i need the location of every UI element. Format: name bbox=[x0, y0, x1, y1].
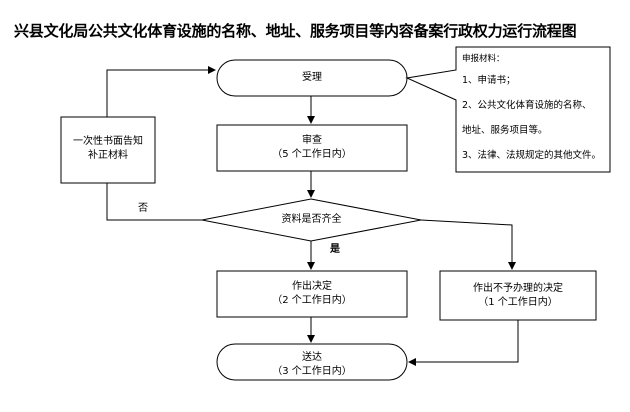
notify-label: 一次性书面告知 补正材料 bbox=[61, 135, 155, 163]
edge-decision-notify bbox=[106, 183, 202, 221]
deliver-label: 送达 （3 个工作日内） bbox=[217, 351, 407, 379]
review-node bbox=[216, 124, 408, 172]
edge-reject-deliver bbox=[408, 320, 519, 366]
materials-item: 地址、服务项目等。 bbox=[462, 125, 548, 136]
materials-item: 3、法律、法规规定的其他文件。 bbox=[462, 150, 602, 161]
review-line1: 审查 bbox=[302, 135, 322, 146]
decide-line1: 作出决定 bbox=[292, 281, 332, 292]
edge-no-label: 否 bbox=[138, 203, 148, 214]
edge-decision-reject bbox=[420, 219, 516, 270]
deliver-line1: 送达 bbox=[302, 352, 322, 363]
deliver-node bbox=[216, 343, 408, 381]
materials-item: 1、申请书； bbox=[462, 75, 516, 86]
deliver-line2: （3 个工作日内） bbox=[272, 366, 352, 377]
accept-label: 受理 bbox=[302, 72, 322, 83]
decide-line2: （2 个工作日内） bbox=[272, 295, 352, 306]
reject-label: 作出不予办理的决定 （1 个工作日内） bbox=[440, 282, 596, 310]
reject-line1: 作出不予办理的决定 bbox=[473, 283, 563, 294]
notify-line1: 一次性书面告知 bbox=[73, 136, 143, 147]
reject-node bbox=[439, 270, 597, 321]
decide-node bbox=[216, 270, 408, 318]
materials-box bbox=[405, 46, 611, 173]
reject-line2: （1 个工作日内） bbox=[478, 297, 558, 308]
notify-line2: 补正材料 bbox=[88, 150, 128, 161]
edge-yes-label: 是 bbox=[330, 244, 340, 255]
notify-node bbox=[60, 116, 156, 184]
decision-label: 资料是否齐全 bbox=[281, 214, 342, 225]
decide-label: 作出决定 （2 个工作日内） bbox=[217, 280, 407, 308]
review-label: 审查 （5 个工作日内） bbox=[217, 134, 407, 162]
review-line2: （5 个工作日内） bbox=[272, 149, 352, 160]
materials-heading: 申报材料： bbox=[462, 54, 505, 64]
materials-item: 2、公共文化体育设施的名称、 bbox=[462, 100, 592, 111]
page-title: 兴县文化局公共文化体育设施的名称、地址、服务项目等内容备案行政权力运行流程图 bbox=[14, 22, 577, 40]
materials-text: 申报材料： 1、申请书； 2、公共文化体育设施的名称、 地址、服务项目等。 3、… bbox=[462, 53, 608, 162]
edge-notify-accept bbox=[106, 66, 216, 117]
